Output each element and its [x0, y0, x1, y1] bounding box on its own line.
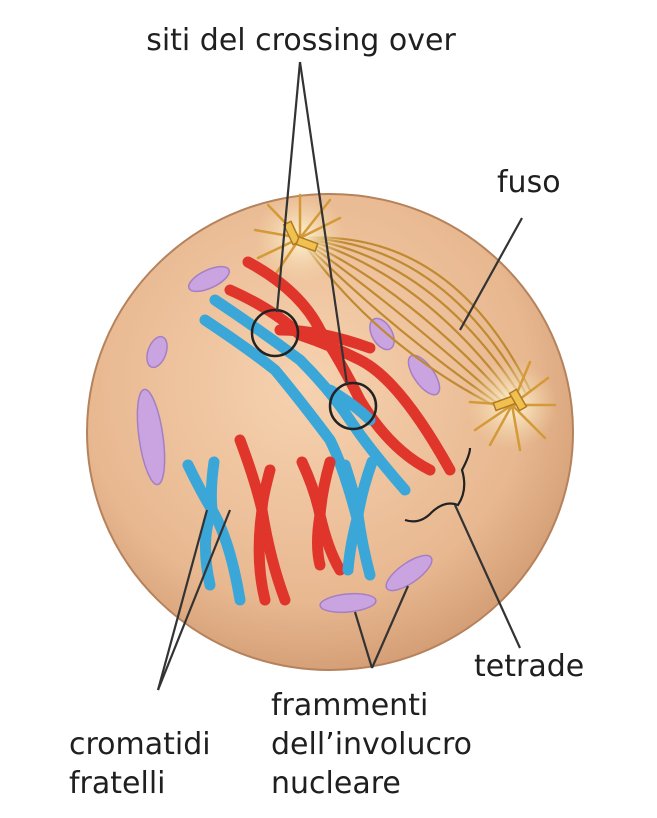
nuclear-envelope-fragments [136, 265, 441, 614]
envelope-fragment [136, 388, 166, 486]
leader-sister-1 [156, 509, 209, 691]
envelope-fragment [146, 335, 168, 369]
red-pair-middle [296, 456, 346, 576]
centriole [295, 235, 319, 253]
leader-crossing-2 [298, 61, 349, 385]
envelope-fragment [319, 592, 377, 614]
label-envelope-line3: nucleare [271, 766, 401, 801]
leader-envelope-1 [353, 611, 374, 669]
label-crossing-sites: siti del crossing over [146, 23, 456, 58]
tetrad-upper [199, 256, 456, 536]
tetrad-lower [182, 434, 378, 606]
tetrad-bracket [404, 447, 472, 523]
crossing-site-2 [328, 381, 378, 431]
leader-tetrad [453, 504, 522, 649]
crossing-site-1 [250, 308, 300, 358]
label-envelope-line2: dell’involucro [271, 727, 472, 762]
centrosome-bottom [467, 360, 557, 452]
envelope-fragment [385, 554, 433, 592]
blue-pair-left [182, 456, 246, 606]
leader-sister-2 [156, 509, 232, 691]
leader-envelope-2 [370, 585, 410, 669]
label-envelope-line1: frammenti [271, 688, 428, 723]
envelope-fragment [187, 265, 231, 293]
centriole [508, 388, 528, 412]
label-sister-line2: fratelli [69, 766, 166, 801]
red-chromatids-upper [224, 256, 456, 476]
label-spindle: fuso [497, 165, 561, 200]
leader-spindle [459, 217, 523, 331]
leader-crossing-1 [275, 61, 302, 313]
leader-lines [156, 61, 523, 691]
envelope-fragment [369, 317, 395, 351]
blue-pair-middle [339, 456, 378, 581]
red-pair-left [234, 434, 291, 606]
label-tetrad: tetrade [474, 649, 584, 684]
label-sister-line1: cromatidi [69, 727, 211, 762]
